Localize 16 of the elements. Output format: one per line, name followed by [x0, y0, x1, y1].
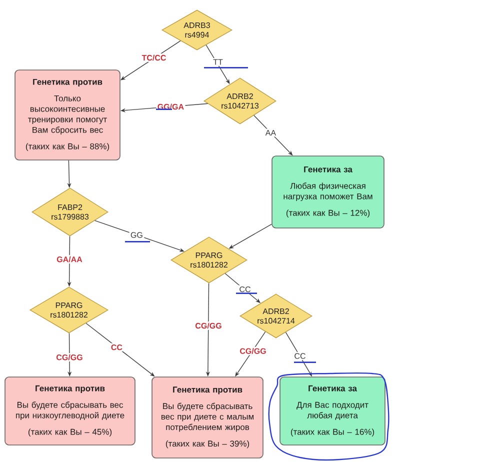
edge-label: CG/GG	[54, 353, 84, 362]
result-box: Генетика против Вы будете сбрасывать вес при диете с малым потреблением жиров (таких как Вы – 39%)	[152, 376, 264, 458]
edge-label: CC	[293, 352, 307, 360]
edge-label: CG/GG	[194, 322, 224, 330]
result-box: Генетика против Вы будете сбрасывать вес при низкоуглеводной диете (таких как Вы – 45%)	[4, 376, 136, 446]
edge-label: TC/CC	[140, 54, 168, 62]
edge-label: TT	[212, 58, 224, 66]
result-box: Генетика за Любая физическая нагрузка поможет Вам (таких как Вы – 12%)	[272, 156, 384, 228]
result-box: Генетика против Только высокоинтесивные тренировки помогут Вам сбросить вес (таких как Вы – 88%)	[14, 70, 120, 160]
edge-label: CG/GG	[238, 346, 268, 356]
edge-label: CC	[238, 285, 252, 294]
edge-label: GA/AA	[55, 255, 84, 264]
edge-label: CC	[110, 343, 124, 352]
result-box: Генетика за Для Вас подходит любая диета (таких как Вы – 16%)	[280, 376, 386, 446]
edge-label: AA	[264, 128, 278, 137]
edge-label: GG	[129, 230, 144, 240]
